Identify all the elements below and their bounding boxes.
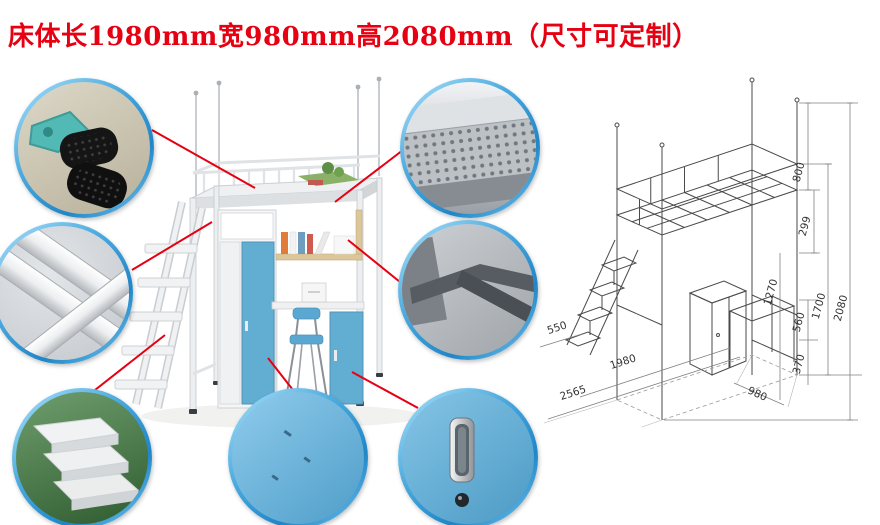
dim-label-1980: 1980 [609, 352, 638, 372]
wire-desk [728, 295, 796, 375]
cabinet-handle-photo [402, 392, 534, 524]
dim-label-1700: 1700 [810, 292, 829, 321]
support-beam-photo [402, 224, 534, 356]
black-foot-pad [66, 162, 127, 209]
dimension-extension-lines [543, 354, 798, 428]
callout-door-panel [228, 388, 368, 525]
dimension-lines [539, 102, 862, 421]
callout-handle-lock [398, 388, 538, 525]
dim-label-560: 560 [791, 311, 808, 333]
wire-cabinet [688, 280, 748, 376]
product-photo-loft-bed [112, 74, 417, 449]
dim-label-550: 550 [546, 319, 569, 337]
callout-foot-pads [14, 78, 154, 218]
wire-stairs [564, 239, 639, 356]
lock-cylinder [455, 493, 469, 507]
foot-pads-photo [18, 82, 150, 214]
ladder-steps-photo [16, 392, 148, 524]
dimension-diagram: 800 299 1270 1700 2080 560 370 550 1980 … [522, 55, 880, 500]
black-foot-pad [59, 127, 119, 169]
bookshelf [275, 209, 363, 261]
lower-side-rail [192, 362, 217, 376]
pole-tips [193, 76, 382, 96]
callout-perforated-panel [400, 78, 540, 218]
blue-door-panel-photo [232, 392, 364, 524]
wire-floor-outline [615, 354, 799, 421]
perforated-panel-photo [404, 82, 536, 214]
dim-label-370: 370 [791, 353, 808, 375]
dim-label-2080: 2080 [832, 294, 851, 323]
bed-deck [191, 177, 383, 209]
callout-ladder-steps [12, 388, 152, 525]
page-title: 床体长1980mm宽980mm高2080mm（尺寸可定制） [8, 22, 699, 52]
callout-support-beam [398, 220, 538, 360]
dim-label-299: 299 [797, 215, 814, 237]
dimension-labels: 800 299 1270 1700 2080 560 370 550 1980 … [546, 161, 851, 404]
dim-label-1270: 1270 [762, 278, 781, 307]
dim-label-800: 800 [791, 161, 808, 183]
wire-bed-frame [614, 77, 800, 420]
wardrobe [217, 209, 277, 409]
dim-label-980: 980 [746, 385, 769, 404]
dim-label-2565: 2565 [559, 383, 588, 403]
steel-tubes-photo [0, 226, 129, 360]
